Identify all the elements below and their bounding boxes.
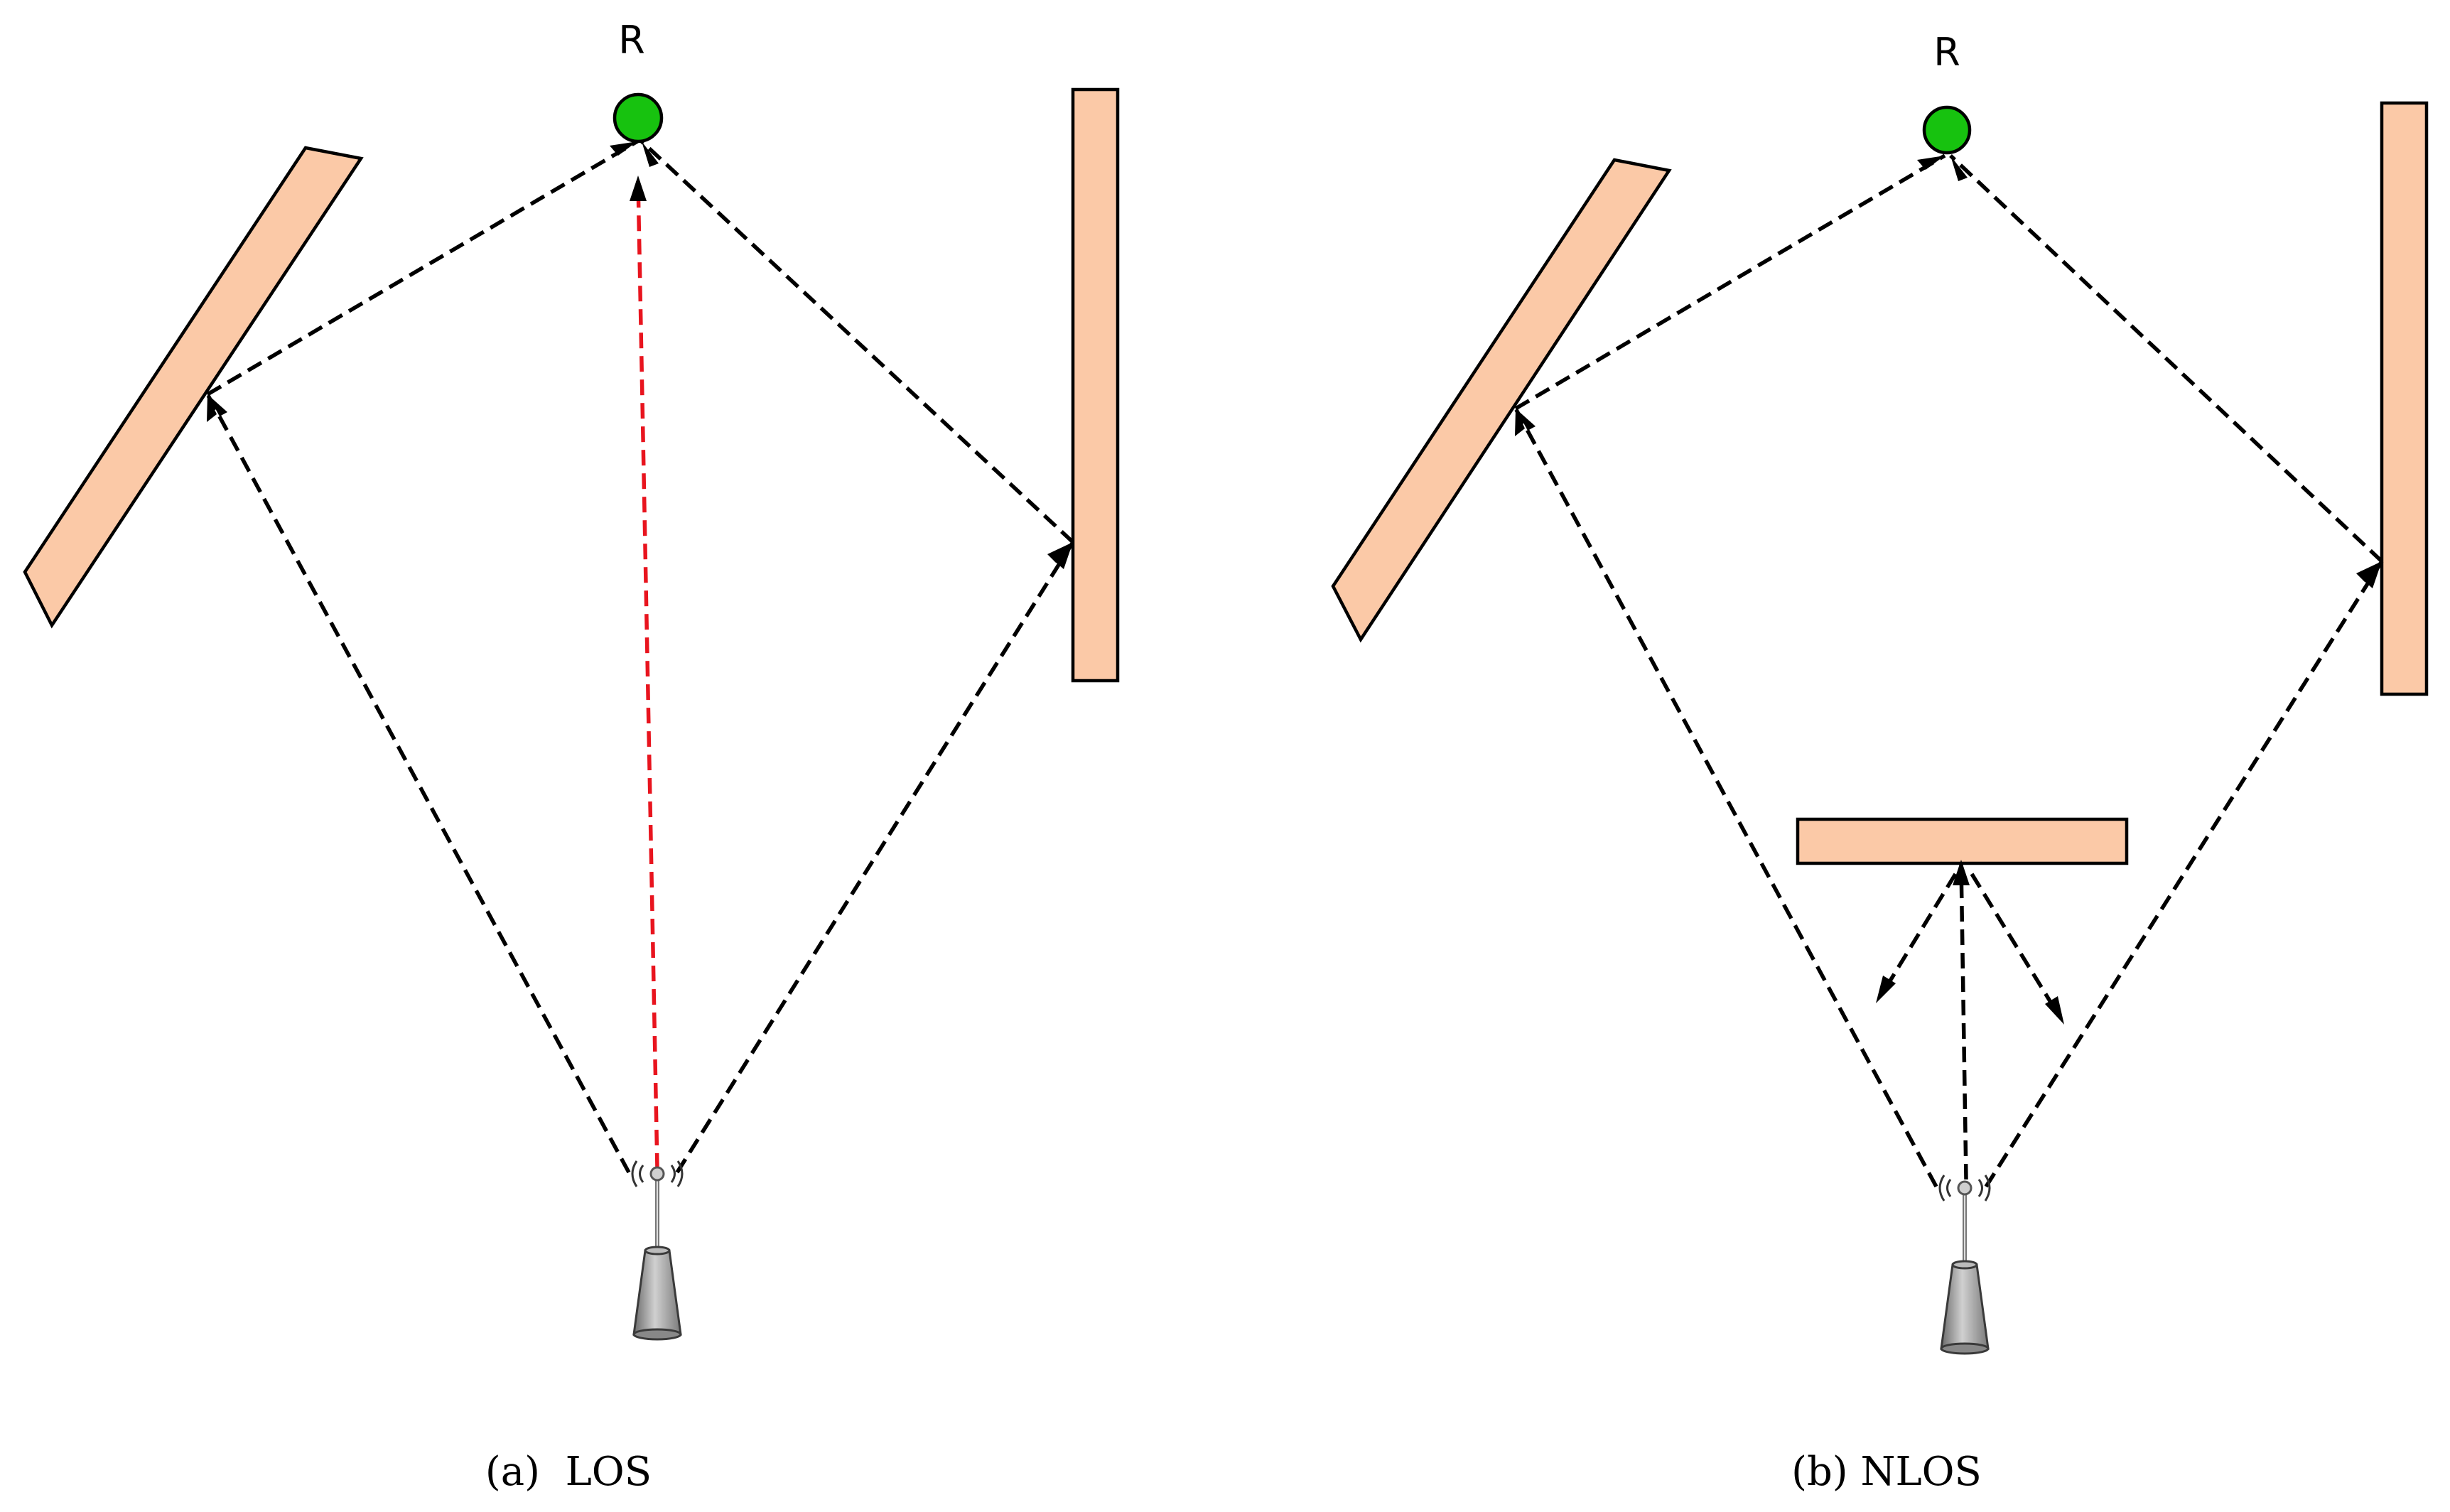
arrowhead-right-wall-b [1054,542,1073,569]
wall-vertical-right [2380,101,2429,696]
antenna-tower-icon [631,1160,684,1341]
ray-tx-to-right-wall [675,541,1075,1174]
panel-nlos: R (b) NLOS [1331,30,2429,1495]
wall-slanted-left [1331,158,1672,643]
ray-tx-to-obstacle [1959,863,1968,1180]
receiver-label: R [618,18,645,63]
arrowhead-left-wall [207,394,227,416]
wall-slanted-left [23,146,364,629]
arrowhead-right-wall [1047,542,1073,563]
ray-tx-to-left-wall [205,393,631,1174]
arrowhead-left-wall-b [1515,409,1525,436]
ray-left-wall-to-receiver [1514,153,1946,411]
arrowhead-receiver-left [1917,156,1945,170]
panel-los: R (a) LOS [23,18,1120,1495]
ray-tx-to-left-wall [1513,407,1938,1188]
arrowhead-left-wall-b [207,394,217,422]
receiver-dot-icon [1922,105,1972,155]
ray-right-wall-to-receiver [1949,153,2383,563]
ray-scatter-right [1970,873,2061,1017]
arrowhead-scatter-right [2045,996,2064,1025]
caption-nlos: (b) NLOS [1791,1449,1982,1495]
arrowhead-scatter-left [1876,976,1896,1003]
arrowhead-obstacle [1953,860,1970,885]
receiver-dot-icon [612,92,664,144]
wall-vertical-right [1071,87,1120,683]
arrowhead-left-wall [1516,409,1536,431]
arrowhead-receiver-right [642,141,659,167]
ray-scatter-left [1879,873,1958,996]
arrowhead-receiver-right [1950,156,1968,181]
caption-los: (a) LOS [485,1449,652,1495]
arrowhead-receiver-los [630,176,647,201]
ray-line-of-sight [636,180,659,1170]
antenna-tower-icon [1938,1174,1991,1355]
receiver-label: R [1933,30,1960,75]
arrowhead-right-wall [2356,561,2382,582]
arrowhead-right-wall-b [2363,561,2382,588]
arrowhead-receiver-left [610,141,637,156]
wall-obstacle-horizontal [1796,817,2129,865]
ray-left-wall-to-receiver [206,139,639,396]
ray-tx-to-right-wall [1984,560,2384,1188]
ray-right-wall-to-receiver [640,139,1074,544]
